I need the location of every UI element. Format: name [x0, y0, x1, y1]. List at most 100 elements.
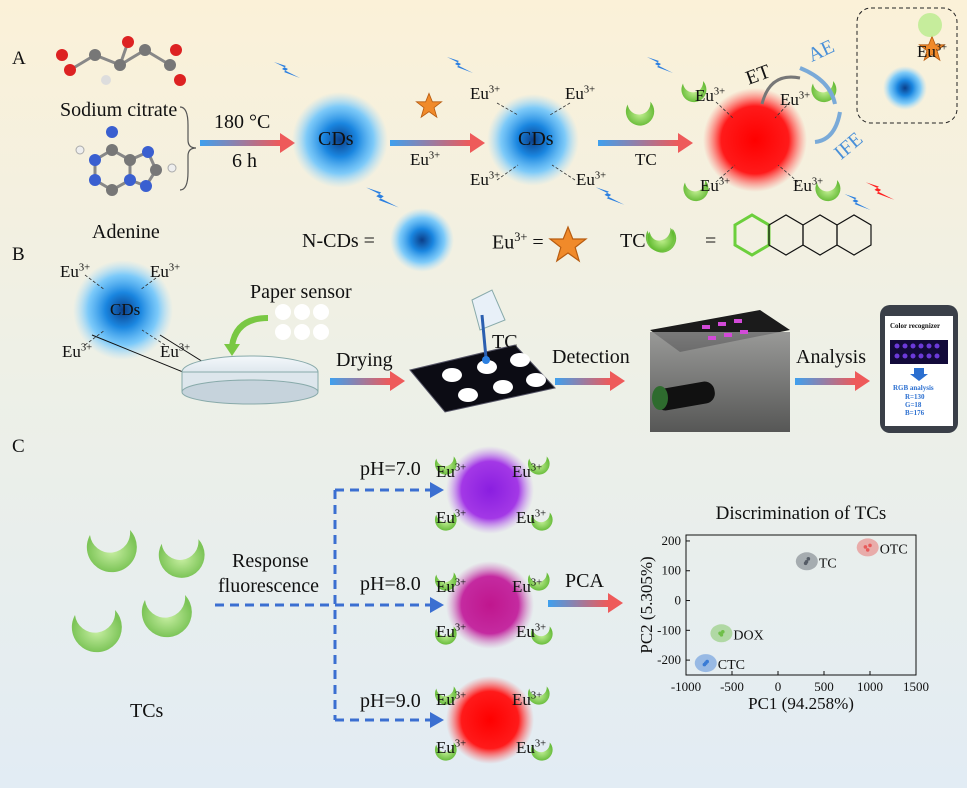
eu-ion-5: Eu3+: [695, 86, 726, 105]
probe-cds-label: CDs: [110, 300, 141, 319]
data-point-otc: [863, 545, 868, 549]
data-point-tc: [806, 557, 811, 561]
response-label: Response: [232, 550, 309, 572]
arrow-pca: [548, 600, 608, 607]
y-tick-label: -100: [657, 622, 681, 637]
y-tick-label: 0: [675, 593, 682, 608]
data-point-tc: [804, 560, 809, 564]
x-tick-label: -500: [720, 679, 744, 694]
adenine-molecule: [75, 126, 177, 196]
legend-ncds-particle: [390, 208, 454, 272]
arrow-drying: [330, 378, 390, 385]
pipette-hand: [471, 289, 506, 331]
tetracycline-structure: [733, 213, 872, 257]
data-point-otc: [868, 543, 872, 548]
pipette-tip: [480, 314, 488, 359]
probe-eu-1: Eu3+: [60, 262, 91, 281]
plot-frame: [685, 534, 917, 676]
reactant-brace: [179, 106, 197, 191]
legend-tc: TC: [620, 230, 646, 252]
eu-reagent-label: Eu3+: [410, 150, 441, 169]
tc-reagent-label: TC: [635, 150, 657, 169]
rgb-g: G=18: [905, 401, 922, 409]
y-axis-label: PC2 (5.305%): [640, 556, 656, 653]
y-tick-label: 200: [662, 533, 682, 548]
eu-ion-6: Eu3+: [780, 90, 811, 109]
legend-eu: Eu3+ =: [492, 230, 544, 254]
cluster-otc: [856, 538, 879, 557]
ph9-eu-4: Eu3+: [516, 738, 547, 757]
eu-ion-1: Eu3+: [470, 84, 501, 103]
data-point-ctc: [703, 661, 708, 665]
ph-8-label: pH=8.0: [360, 573, 421, 595]
y-tick-label: -200: [657, 652, 681, 667]
x-tick-label: -1000: [671, 679, 701, 694]
series-label-dox: DOX: [733, 628, 763, 643]
tc-drop-label: TC: [492, 331, 518, 353]
legend-ncds: N-CDs =: [302, 230, 375, 252]
x-tick-label: 1000: [857, 679, 883, 694]
red-emission-ph9: [446, 676, 534, 764]
x-axis-label: PC1 (94.258%): [748, 694, 854, 713]
arrow-detection: [555, 378, 610, 385]
eu-ion-8: Eu3+: [793, 176, 824, 195]
sodium-citrate-molecule: [56, 36, 186, 86]
eu-ion-2: Eu3+: [565, 84, 596, 103]
rgb-title: RGB analysis: [893, 384, 934, 392]
y-tick-label: 100: [662, 563, 682, 578]
x-tick-label: 0: [775, 679, 782, 694]
rgb-b: B=176: [905, 409, 925, 417]
panel-label-b: B: [12, 244, 25, 265]
eu-cds-particle: [487, 94, 579, 186]
eu-ion-4: Eu3+: [576, 170, 607, 189]
ph7-eu-4: Eu3+: [516, 508, 547, 527]
ph7-eu-2: Eu3+: [512, 462, 543, 481]
sodium-citrate-label: Sodium citrate: [60, 99, 178, 121]
magenta-emission-ph8: [446, 561, 534, 649]
ph8-eu-1: Eu3+: [436, 577, 467, 596]
eu-ion-3: Eu3+: [470, 170, 501, 189]
ph7-eu-3: Eu3+: [436, 508, 467, 527]
drop-arrow: [229, 315, 269, 347]
cds-label: CDs: [318, 128, 354, 150]
cds-particle: [292, 92, 388, 188]
paper-sensor-label: Paper sensor: [250, 281, 352, 303]
ph-7-label: pH=7.0: [360, 458, 421, 480]
inset-eu-ion: Eu3+: [917, 42, 948, 61]
x-tick-label: 500: [814, 679, 834, 694]
probe-eu-2: Eu3+: [150, 262, 181, 281]
mechanism-inset: [856, 7, 958, 124]
x-tick-label: 1500: [903, 679, 929, 694]
drying-label: Drying: [336, 349, 393, 371]
detection-label: Detection: [552, 346, 630, 368]
panel-label-c: C: [12, 436, 25, 457]
arrow-tc-addition: [598, 140, 678, 146]
tcs-label: TCs: [130, 700, 164, 722]
rgb-r: R=130: [905, 393, 925, 401]
data-point-dox: [719, 632, 724, 637]
legend-tc-eq: =: [705, 230, 717, 252]
ph-9-label: pH=9.0: [360, 690, 421, 712]
purple-emission-ph7: [446, 446, 534, 534]
uv-lamp: [655, 381, 715, 411]
pca-arrow-label: PCA: [565, 570, 604, 592]
analysis-label: Analysis: [796, 346, 866, 368]
panel-label-a: A: [12, 48, 26, 69]
probe-eu-4: Eu3+: [160, 342, 191, 361]
series-label-tc: TC: [819, 556, 837, 571]
arrow-analysis: [795, 378, 855, 385]
ph7-eu-1: Eu3+: [436, 462, 467, 481]
arrow-eu-addition: [390, 140, 470, 146]
series-label-otc: OTC: [880, 542, 908, 557]
adenine-label: Adenine: [92, 221, 160, 243]
ph8-eu-2: Eu3+: [512, 577, 543, 596]
time-label: 6 h: [232, 150, 257, 172]
ph9-eu-2: Eu3+: [512, 690, 543, 709]
ph8-eu-4: Eu3+: [516, 622, 547, 641]
ph9-eu-1: Eu3+: [436, 690, 467, 709]
arrow-synthesis: [200, 140, 280, 146]
eu-ion-7: Eu3+: [700, 176, 731, 195]
